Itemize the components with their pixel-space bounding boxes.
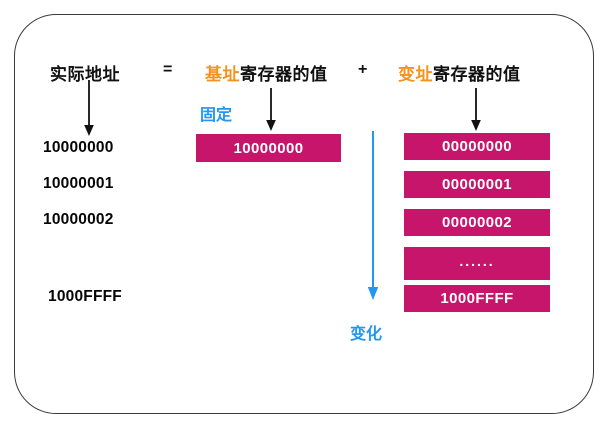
address-label: 10000000 <box>43 139 114 156</box>
base-register-term: 基址寄存器的值 <box>205 60 328 85</box>
index-register-down-arrow-icon <box>471 88 481 131</box>
changing-down-arrow-icon <box>367 131 379 300</box>
result-down-arrow-icon <box>84 80 94 136</box>
address-label: 1000FFFF <box>48 288 122 305</box>
index-register-value-bar: 00000000 <box>404 133 550 160</box>
index-register-term-rest: 寄存器的值 <box>433 65 521 84</box>
changing-annotation-label: 变化 <box>350 326 383 343</box>
equals-sign: = <box>163 61 173 78</box>
base-register-down-arrow-icon <box>266 88 276 131</box>
base-register-value-bar: 10000000 <box>196 134 341 162</box>
base-register-term-highlight: 基址 <box>205 65 240 84</box>
index-register-value-bar: 00000002 <box>404 209 550 236</box>
index-register-value-bar: 00000001 <box>404 171 550 198</box>
address-label: 10000001 <box>43 175 114 192</box>
plus-sign: + <box>358 61 368 78</box>
index-register-term-highlight: 变址 <box>398 65 433 84</box>
base-register-term-rest: 寄存器的值 <box>240 65 328 84</box>
index-register-value-bar: 1000FFFF <box>404 285 550 312</box>
result-label: 实际地址 <box>50 65 120 84</box>
rounded-frame-border <box>14 14 594 414</box>
index-register-ellipsis-bar: ...... <box>404 247 550 280</box>
address-label: 10000002 <box>43 211 114 228</box>
fixed-annotation-label: 固定 <box>200 107 233 124</box>
index-register-term: 变址寄存器的值 <box>398 60 521 85</box>
